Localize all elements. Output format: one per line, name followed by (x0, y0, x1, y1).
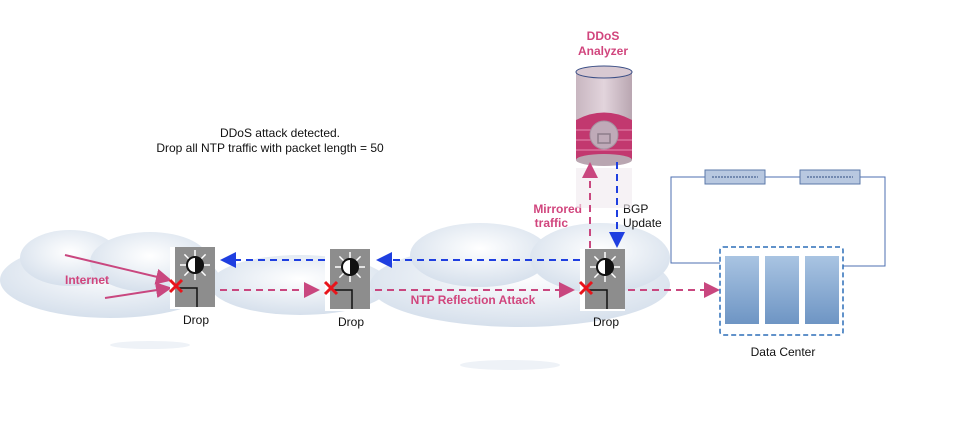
server (765, 256, 799, 324)
attack-label: NTP Reflection Attack (411, 293, 536, 307)
drop-x-icon (168, 278, 184, 294)
drop-label: Drop (338, 315, 364, 329)
bgp-flow (220, 162, 625, 268)
bgp-label-2: Update (623, 216, 662, 230)
analyzer-label-1: DDoS (587, 29, 620, 43)
server (805, 256, 839, 324)
network-switch (799, 169, 861, 185)
data-center (719, 246, 844, 336)
router-icon (590, 252, 620, 282)
router: Drop (578, 249, 625, 329)
attack-flow (64, 162, 720, 299)
mirrored-label-2: traffic (535, 216, 569, 230)
switch-links (670, 176, 886, 267)
alert-line-2: Drop all NTP traffic with packet length … (156, 141, 384, 155)
router-icon (335, 252, 365, 282)
internet-label: Internet (65, 273, 109, 287)
drop-x-icon (323, 280, 339, 296)
router: Drop (323, 249, 370, 329)
mirrored-label-1: Mirrored (533, 202, 582, 216)
drop-x-icon (578, 280, 594, 296)
drop-label: Drop (593, 315, 619, 329)
analyzer-label-2: Analyzer (578, 44, 628, 58)
lock-icon (589, 120, 619, 150)
server (725, 256, 759, 324)
ddos-analyzer (575, 65, 633, 208)
router-icon (180, 250, 210, 280)
datacenter-label: Data Center (751, 345, 816, 359)
drop-label: Drop (183, 313, 209, 327)
network-switch (704, 169, 766, 185)
router: Drop (168, 247, 215, 327)
alert-line-1: DDoS attack detected. (220, 126, 340, 140)
